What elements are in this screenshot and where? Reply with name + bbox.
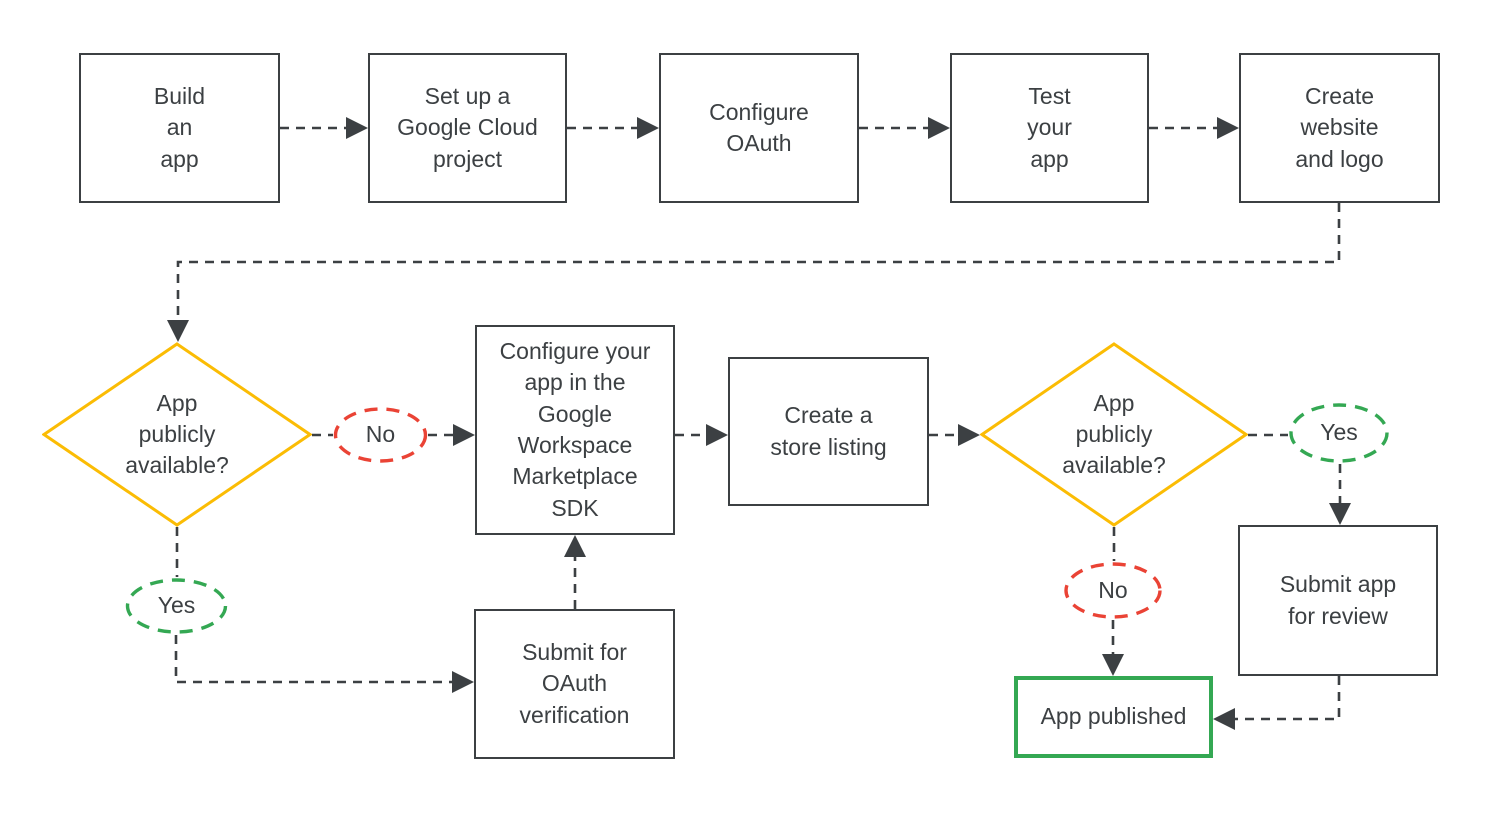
branch-label: Yes bbox=[157, 592, 196, 619]
step-submit-app-for-review: Submit app for review bbox=[1238, 525, 1438, 676]
connector-sdk-to-listing bbox=[675, 424, 728, 446]
branch-no-1: No bbox=[333, 406, 428, 464]
arrowhead-left-icon bbox=[1213, 708, 1235, 730]
diamond-shape-icon bbox=[42, 342, 312, 527]
decision-app-publicly-available-2: App publicly available? bbox=[980, 342, 1248, 527]
arrowhead-right-icon bbox=[928, 117, 950, 139]
step-setup-google-cloud-project: Set up a Google Cloud project bbox=[368, 53, 567, 203]
step-build-app: Build an app bbox=[79, 53, 280, 203]
arrowhead-right-icon bbox=[1217, 117, 1239, 139]
connector-oauth-to-test bbox=[859, 117, 950, 139]
decision-label: App publicly available? bbox=[1062, 389, 1166, 479]
branch-label: No bbox=[1098, 576, 1128, 603]
step-create-website-and-logo: Create website and logo bbox=[1239, 53, 1440, 203]
diamond-shape-icon bbox=[980, 342, 1248, 527]
arrowhead-right-icon bbox=[346, 117, 368, 139]
arrowhead-up-icon bbox=[564, 535, 586, 557]
arrowhead-right-icon bbox=[706, 424, 728, 446]
branch-label: No bbox=[365, 421, 396, 448]
dashed-line bbox=[1235, 676, 1341, 721]
connector-yes2-to-submit-review bbox=[1329, 464, 1351, 525]
connector-no1-to-sdk bbox=[428, 424, 475, 446]
dashed-line bbox=[174, 635, 452, 684]
oval-shape-icon bbox=[1064, 562, 1162, 619]
connector-listing-to-decision2 bbox=[929, 424, 980, 446]
terminal-app-published: App published bbox=[1014, 676, 1213, 758]
decision-label: App publicly available? bbox=[125, 389, 229, 479]
step-configure-oauth: Configure OAuth bbox=[659, 53, 859, 203]
step-configure-marketplace-sdk: Configure your app in the Google Workspa… bbox=[475, 325, 675, 535]
arrowhead-down-icon bbox=[1102, 654, 1124, 676]
arrowhead-right-icon bbox=[453, 424, 475, 446]
decision-app-publicly-available-1: App publicly available? bbox=[42, 342, 312, 527]
arrowhead-right-icon bbox=[958, 424, 980, 446]
step-test-your-app: Test your app bbox=[950, 53, 1149, 203]
connector-cloud-to-oauth bbox=[567, 117, 659, 139]
arrowhead-right-icon bbox=[637, 117, 659, 139]
connector-test-to-website bbox=[1149, 117, 1239, 139]
connector-build-to-cloud bbox=[280, 117, 368, 139]
step-create-store-listing: Create a store listing bbox=[728, 357, 929, 506]
oval-shape-icon bbox=[333, 407, 428, 463]
oval-shape-icon bbox=[125, 578, 228, 634]
branch-label: Yes bbox=[1320, 419, 1358, 446]
connector-website-to-decision1 bbox=[167, 203, 1341, 342]
arrowhead-right-icon bbox=[452, 671, 474, 693]
connector-submit-review-to-published bbox=[1213, 676, 1341, 730]
arrowhead-down-icon bbox=[1329, 503, 1351, 525]
connector-no2-to-published bbox=[1102, 620, 1124, 676]
branch-no-2: No bbox=[1063, 561, 1163, 620]
step-submit-oauth-verification: Submit for OAuth verification bbox=[474, 609, 675, 759]
branch-yes-2: Yes bbox=[1288, 402, 1390, 464]
connector-submit-oauth-to-sdk bbox=[564, 535, 586, 609]
arrowhead-down-icon bbox=[167, 320, 189, 342]
connector-yes1-to-submit-oauth bbox=[174, 635, 474, 693]
dashed-line bbox=[176, 203, 1341, 320]
branch-yes-1: Yes bbox=[125, 577, 228, 635]
oval-shape-icon bbox=[1289, 403, 1389, 463]
